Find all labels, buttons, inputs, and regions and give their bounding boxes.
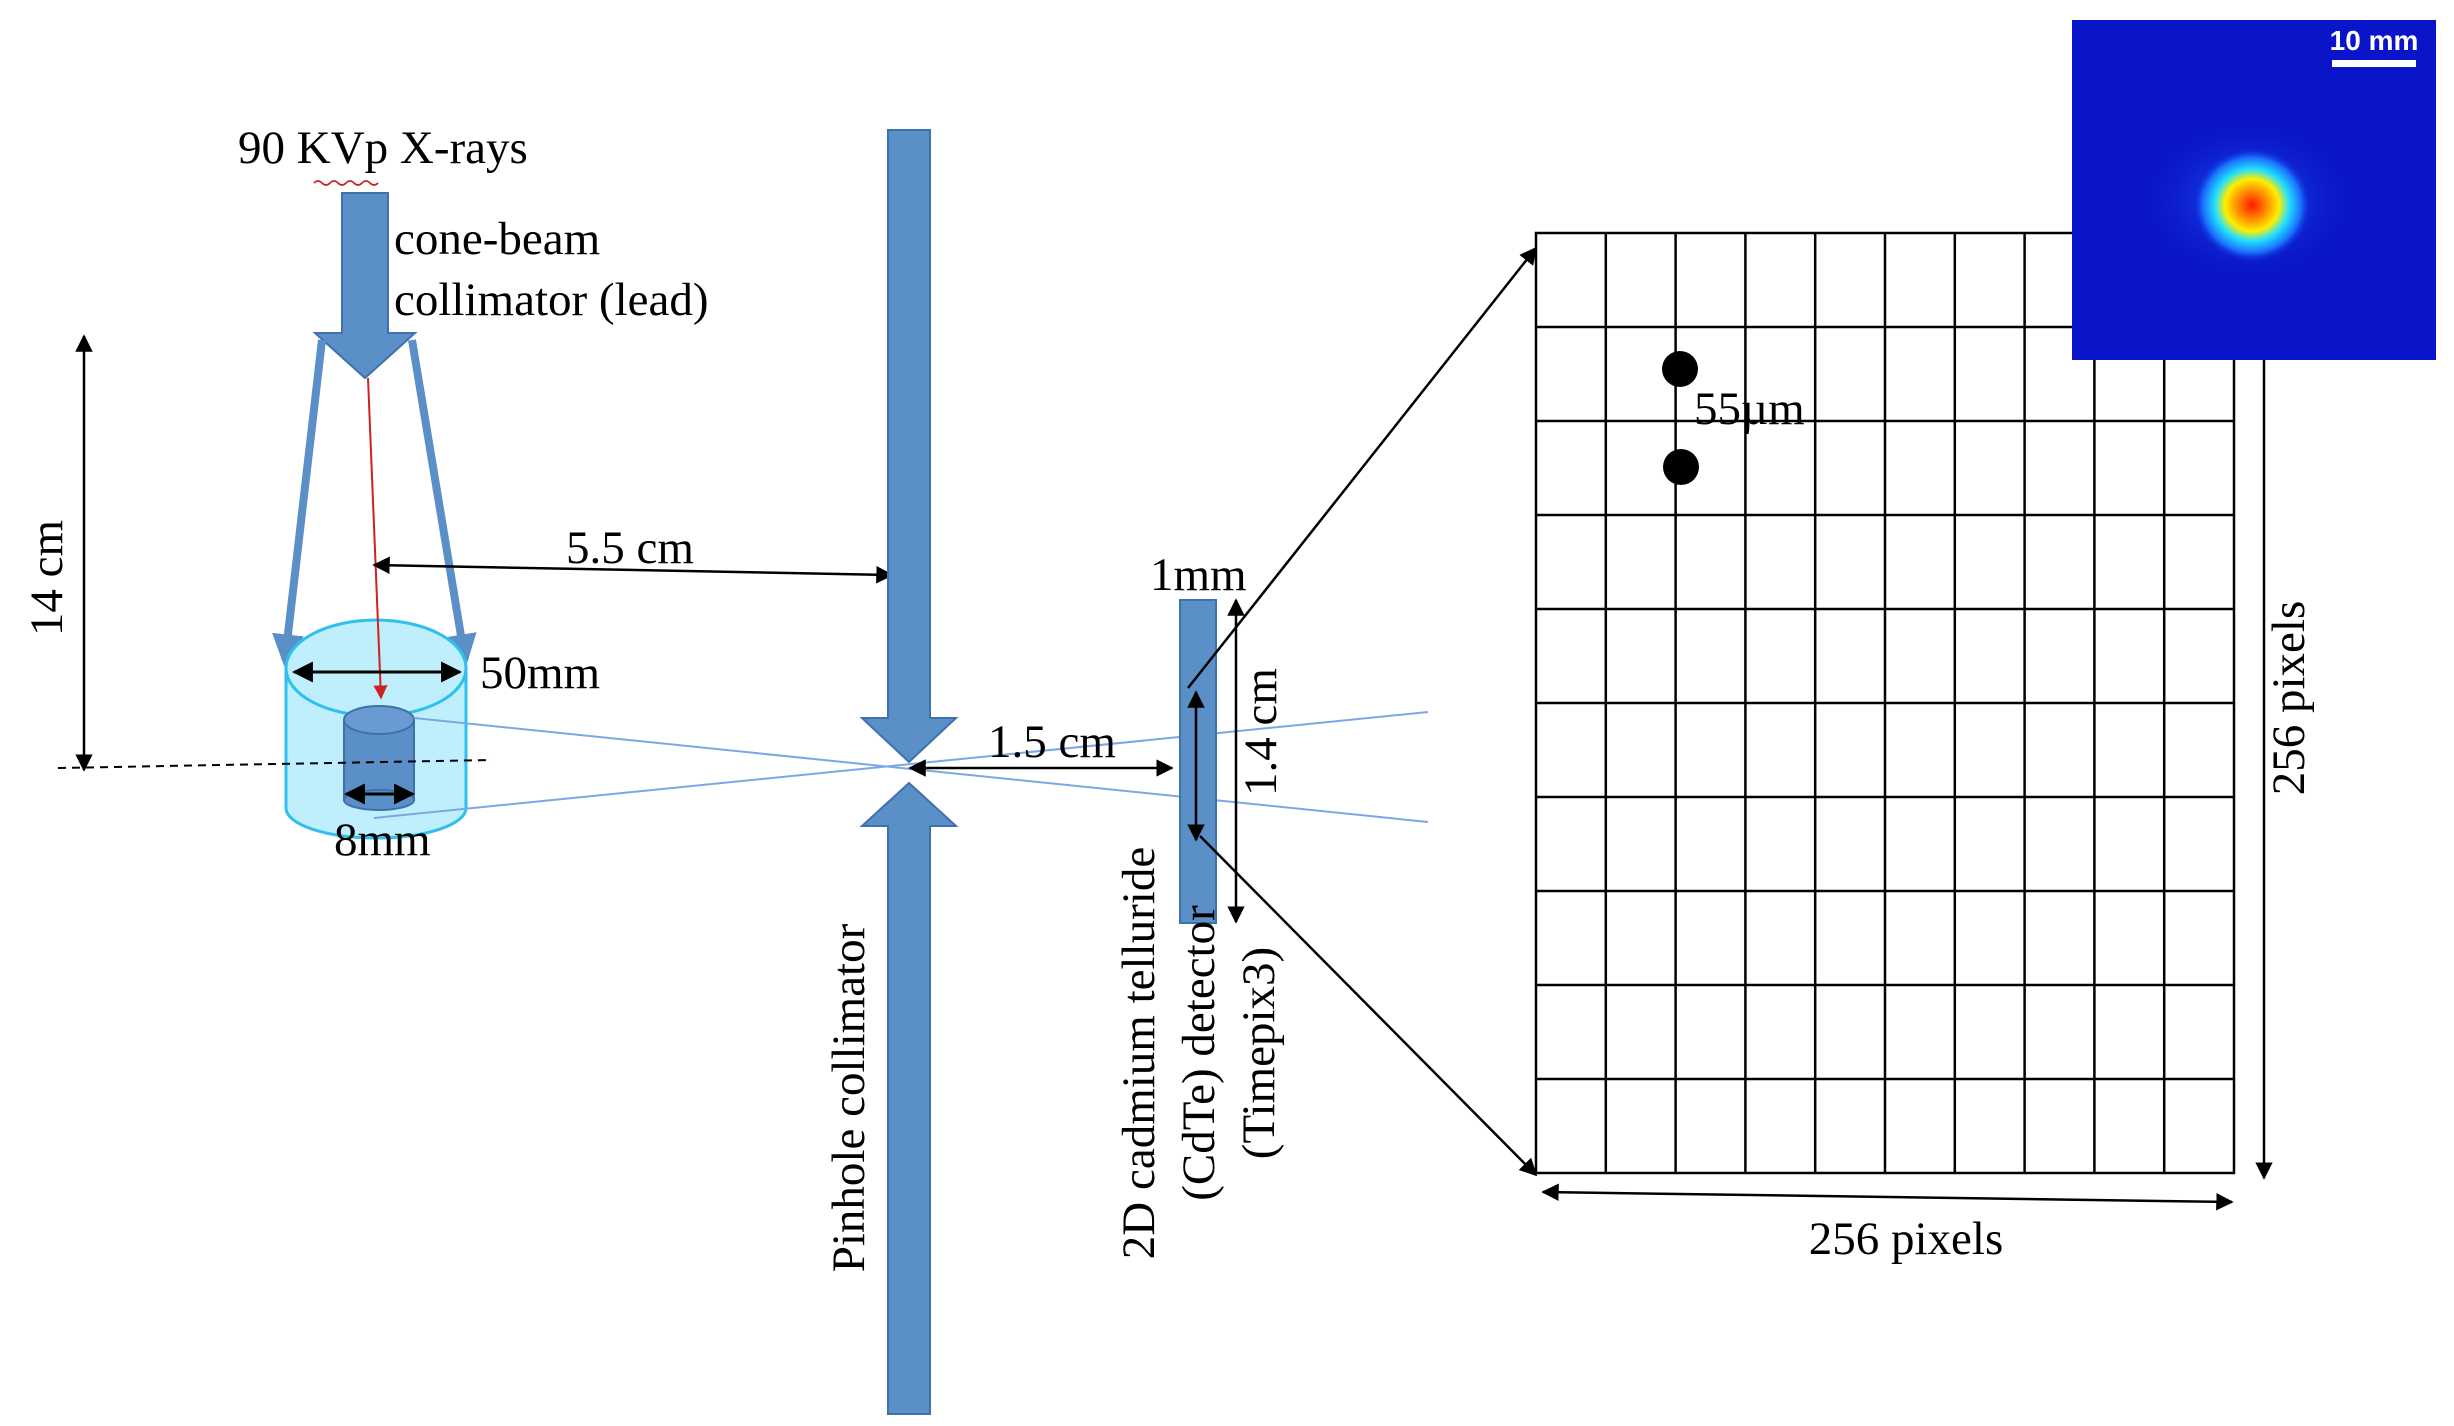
xray-beam-arrow xyxy=(312,192,418,380)
scale-bar xyxy=(2332,60,2416,67)
grid-width-arrow xyxy=(1541,1183,2234,1211)
isocenter-line xyxy=(57,759,493,769)
detector-thickness-label: 1mm xyxy=(1150,549,1247,601)
pixel-dot-1 xyxy=(1662,351,1698,387)
source-pinhole-arrow xyxy=(372,556,894,584)
detector-height-label: 1.4 cm xyxy=(1235,668,1287,796)
pinhole-collimator xyxy=(859,129,959,1415)
reconstructed-image-inset: 10 mm xyxy=(2072,20,2436,360)
source-pinhole-label: 5.5 cm xyxy=(566,522,694,574)
collimator-label-line1: cone-beam xyxy=(394,213,600,265)
pixel-pitch-label: 55µm xyxy=(1694,383,1805,435)
detector-panel xyxy=(1179,599,1217,924)
detector-label-line3: (Timepix3) xyxy=(1233,947,1285,1159)
central-ray xyxy=(367,377,388,700)
grid-width-label: 256 pixels xyxy=(1809,1213,2004,1265)
spellcheck-underline xyxy=(313,180,379,186)
cone-beam-collimator xyxy=(272,339,477,667)
zoom-lines xyxy=(1187,246,1538,1177)
pixel-grid xyxy=(1534,231,2236,1175)
grid-height-label: 256 pixels xyxy=(2263,601,2315,796)
height-label: 14 cm xyxy=(21,520,73,636)
collimator-label-line2: collimator (lead) xyxy=(394,274,709,326)
scale-bar-label: 10 mm xyxy=(2330,25,2419,56)
pinhole-collimator-label: Pinhole collimator xyxy=(823,923,875,1272)
source-label: 90 KVp X-rays xyxy=(238,122,528,174)
pinhole-detector-label: 1.5 cm xyxy=(988,716,1116,768)
phantom-diameter-label: 50mm xyxy=(480,647,600,699)
pixel-dot-2 xyxy=(1663,449,1699,485)
insert-diameter-label: 8mm xyxy=(334,814,431,866)
detector-label-line2: (CdTe) detector xyxy=(1173,905,1225,1201)
detector-label-line1: 2D cadmium telluride xyxy=(1113,847,1165,1259)
